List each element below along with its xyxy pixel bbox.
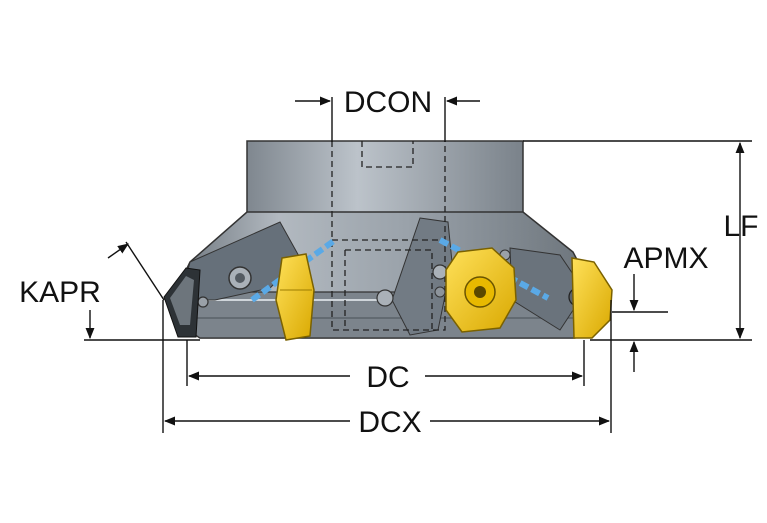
insert-center [445,247,517,333]
label-dcx: DCX [358,406,421,439]
label-dcon: DCON [344,86,432,119]
label-dc: DC [366,361,409,394]
clamp-screw-center [376,289,394,307]
insert-right [571,257,613,339]
hidden-lines [331,141,446,331]
cutter-body [163,140,599,339]
cutter-hub [246,140,524,219]
label-kapr: KAPR [19,276,101,309]
coolant-channels [250,237,550,303]
insert-left [275,253,315,341]
dimension-lines [84,96,752,433]
label-lf: LF [723,210,758,243]
clamp-screw-small [197,296,209,308]
label-apmx: APMX [623,242,708,275]
